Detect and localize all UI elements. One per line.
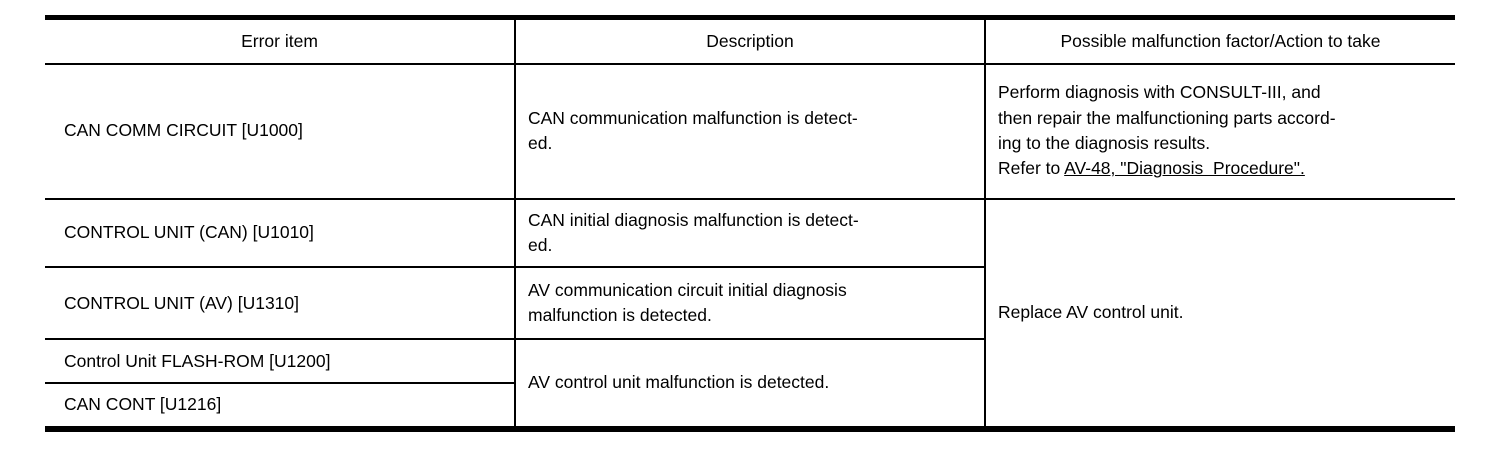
description-text: CAN communication malfunction is detect-… (528, 107, 858, 153)
description-u1310: AV communication circuit initial diagnos… (514, 266, 986, 341)
action-u1000: Perform diagnosis with CONSULT-III, and … (984, 62, 1455, 200)
refer-prefix: Refer to (998, 158, 1065, 179)
header-action: Possible malfunction factor/Action to ta… (984, 16, 1455, 65)
error-item-u1310: CONTROL UNIT (AV) [U1310] (45, 266, 516, 341)
table-header-row: Error item Description Possible malfunct… (45, 16, 1455, 65)
action-replace-av-control-unit: Replace AV control unit. (984, 197, 1455, 430)
description-u1010: CAN initial diagnosis malfunction is det… (514, 197, 986, 269)
description-text: AV communication circuit initial diagnos… (528, 279, 847, 326)
error-item-u1000: CAN COMM CIRCUIT [U1000] (45, 62, 516, 200)
error-item-u1216: CAN CONT [U1216] (45, 382, 516, 430)
error-item-u1010: CONTROL UNIT (CAN) [U1010] (45, 197, 516, 269)
table-row: CONTROL UNIT (AV) [U1310] AV communicati… (45, 266, 1455, 341)
description-av-control-unit-malfunction: AV control unit malfunction is detected. (514, 338, 986, 430)
table-row: CONTROL UNIT (CAN) [U1010] CAN initial d… (45, 197, 1455, 430)
header-error-item: Error item (45, 16, 516, 65)
header-description: Description (514, 16, 986, 65)
diagnostic-trouble-code-table: Error item Description Possible malfunct… (45, 15, 1455, 432)
description-text: CAN initial diagnosis malfunction is det… (528, 209, 859, 255)
diagnosis-procedure-link[interactable]: AV-48, "Diagnosis Procedure". (1064, 158, 1305, 179)
table-row: CAN CONT [U1216] (45, 382, 1455, 430)
table-row: Control Unit FLASH-ROM [U1200] AV contro… (45, 338, 1455, 430)
description-u1000: CAN communication malfunction is detect-… (514, 62, 986, 200)
action-text: Perform diagnosis with CONSULT-III, and … (998, 82, 1336, 153)
table-row: CAN COMM CIRCUIT [U1000] CAN communicati… (45, 62, 1455, 200)
action-refer-line: Refer to AV-48, "Diagnosis Procedure". (998, 156, 1445, 181)
error-item-u1200: Control Unit FLASH-ROM [U1200] (45, 338, 516, 385)
